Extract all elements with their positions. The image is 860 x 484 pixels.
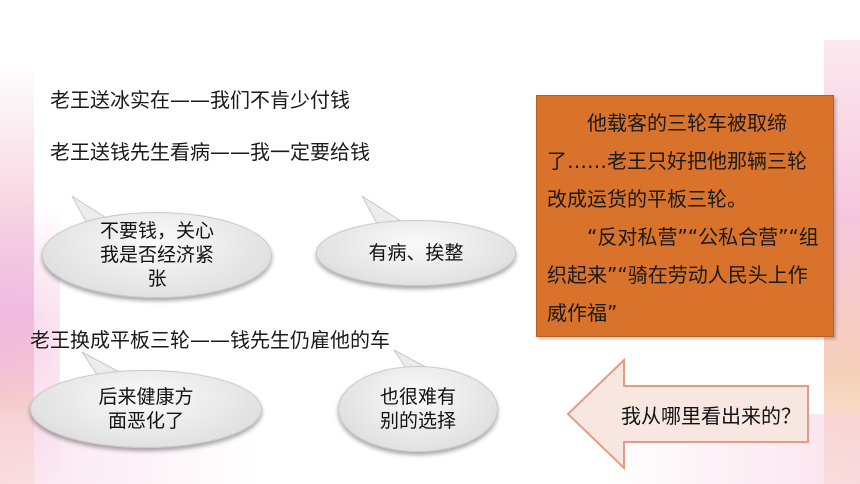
statement-3: 老王换成平板三轮——钱先生仍雇他的车 [30,328,390,352]
speech-bubble-3: 后来健康方 面恶化了 [30,370,262,448]
quote-paragraph-1: 他载客的三轮车被取缔了……老王只好把他那辆三轮改成运货的平板三轮。 [547,111,807,211]
bubble-3-line-1: 后来健康方 [98,386,194,408]
bubble-4-line-1: 也很难有 [379,386,456,408]
question-text: 我从哪里看出来的？ [621,403,801,428]
speech-bubble-2: 有病、挨整 [316,220,516,286]
bubble-3-line-2: 面恶化了 [107,410,184,432]
bubble-4-line-2: 别的选择 [379,410,456,432]
speech-bubble-4: 也很难有 别的选择 [338,366,498,452]
bubble-1-line-3: 张 [147,268,167,290]
statement-1: 老王送冰实在——我们不肯少付钱 [50,88,350,112]
left-arrow-icon [566,358,809,470]
question-arrow: 我从哪里看出来的？ [566,358,826,470]
bubble-2-text: 有病、挨整 [368,242,464,264]
speech-bubble-1: 不要钱，关心 我是否经济紧 张 [42,212,272,298]
bubble-1-line-2: 我是否经济紧 [99,244,214,266]
quote-paragraph-2: “反对私营”“公私合营”“组织起来”“骑在劳动人民头上作威作福” [547,225,819,325]
quote-box: 他载客的三轮车被取缔了……老王只好把他那辆三轮改成运货的平板三轮。 “反对私营”… [536,95,834,337]
bubble-1-line-1: 不要钱，关心 [99,220,214,242]
statement-2: 老王送钱先生看病——我一定要给钱 [50,140,370,164]
